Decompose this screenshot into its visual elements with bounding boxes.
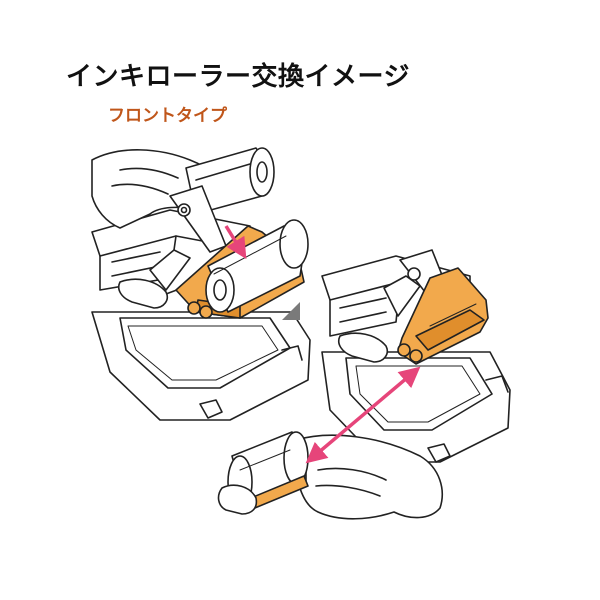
lever-arm-left [149,185,227,291]
ink-roller-left [205,219,309,313]
step-indicator-icon [282,302,300,320]
empty-holder-right [397,267,489,365]
page-subtitle: フロントタイプ [108,106,227,126]
scene-empty-holder [321,249,511,463]
swap-arrow-icon [305,366,421,464]
page-title: インキローラー交換イメージ [66,62,410,92]
scene-remove-roller [91,147,311,421]
down-arrow-icon [224,225,247,260]
stamp-base-left [91,311,311,421]
hand-right [337,332,389,363]
hand-thumb-bottom [217,484,258,515]
hand-bottom-left [117,278,169,309]
